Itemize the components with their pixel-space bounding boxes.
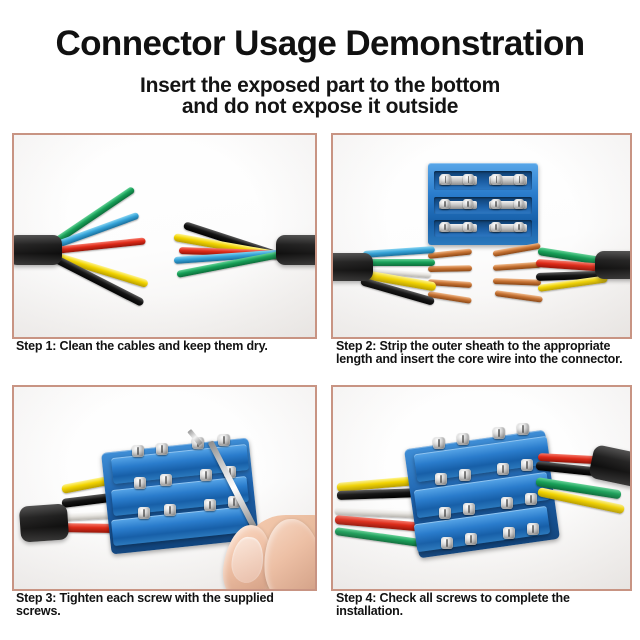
connector-screw <box>491 174 502 185</box>
connector-screw <box>463 199 473 209</box>
photo-vignette <box>14 387 315 589</box>
step-4-photo-panel <box>331 385 632 591</box>
connector-screw <box>156 443 168 455</box>
connector-screw <box>491 222 501 232</box>
photo-vignette <box>14 135 315 337</box>
connector-screw <box>440 199 450 209</box>
connector-screw <box>463 503 475 515</box>
connector-screw <box>514 174 525 185</box>
connector-screw <box>441 537 453 549</box>
step-2-caption: Step 2: Strip the outer sheath to the ap… <box>336 339 623 367</box>
step-3-caption: Step 3: Tighten each screw with the supp… <box>16 591 274 619</box>
step-2-photo <box>333 135 630 337</box>
connector-screw <box>527 523 539 535</box>
connector-screw <box>525 493 537 505</box>
terminal-plate <box>489 176 527 185</box>
photo-vignette <box>333 387 630 589</box>
page-title: Connector Usage Demonstration <box>55 24 585 63</box>
connector-screw <box>440 174 451 185</box>
connector-screw <box>160 474 172 486</box>
connector-screw <box>459 469 471 481</box>
connector-screw <box>503 527 515 539</box>
connector-screw <box>463 222 473 232</box>
terminal-plate <box>489 201 527 209</box>
connector-screw <box>521 459 533 471</box>
connector-screw <box>439 507 451 519</box>
step-3-photo <box>14 387 315 589</box>
step-2-photo-panel <box>331 133 632 339</box>
connector-screw <box>218 434 230 446</box>
terminal-plate <box>439 201 477 209</box>
connector-screw <box>433 437 445 449</box>
connector-screw <box>164 504 176 516</box>
connector-screw <box>204 499 216 511</box>
connector-screw <box>491 199 501 209</box>
connector-screw <box>517 423 529 435</box>
connector-screw <box>514 222 524 232</box>
connector-screw <box>435 473 447 485</box>
subtitle-line-1: Insert the exposed part to the bottom <box>140 74 500 97</box>
connector-screw <box>440 222 450 232</box>
terminal-plate <box>439 176 477 185</box>
connector-screw <box>134 477 146 489</box>
connector-screw <box>501 497 513 509</box>
step-3-photo-panel <box>12 385 317 591</box>
step-4-photo <box>333 387 630 589</box>
photo-vignette <box>333 135 630 337</box>
connector-slot-row-1 <box>434 171 532 190</box>
terminal-plate <box>439 224 477 232</box>
connector-screw <box>132 445 144 457</box>
step-1-photo <box>14 135 315 337</box>
connector-screw <box>463 174 474 185</box>
cable-sheath-right <box>595 251 630 279</box>
page-subtitle: Insert the exposed part to the bottom an… <box>0 74 640 118</box>
subtitle-line-2: and do not expose it outside <box>181 94 459 118</box>
connector-screw <box>493 427 505 439</box>
terminal-plate <box>489 224 527 232</box>
wire-green-left <box>363 259 435 266</box>
connector-screw <box>465 533 477 545</box>
connector-screw <box>497 463 509 475</box>
cable-sheath-left <box>14 235 62 265</box>
step-1-caption: Step 1: Clean the cables and keep them d… <box>16 339 268 353</box>
step-4-caption: Step 4: Check all screws to complete the… <box>336 591 570 619</box>
connector-screw <box>514 199 524 209</box>
connector-screw <box>457 433 469 445</box>
step-1-photo-panel <box>12 133 317 339</box>
connector-screw <box>138 507 150 519</box>
cable-sheath-right <box>276 235 315 265</box>
connector-screw <box>200 469 212 481</box>
cable-sheath-left <box>333 253 373 281</box>
